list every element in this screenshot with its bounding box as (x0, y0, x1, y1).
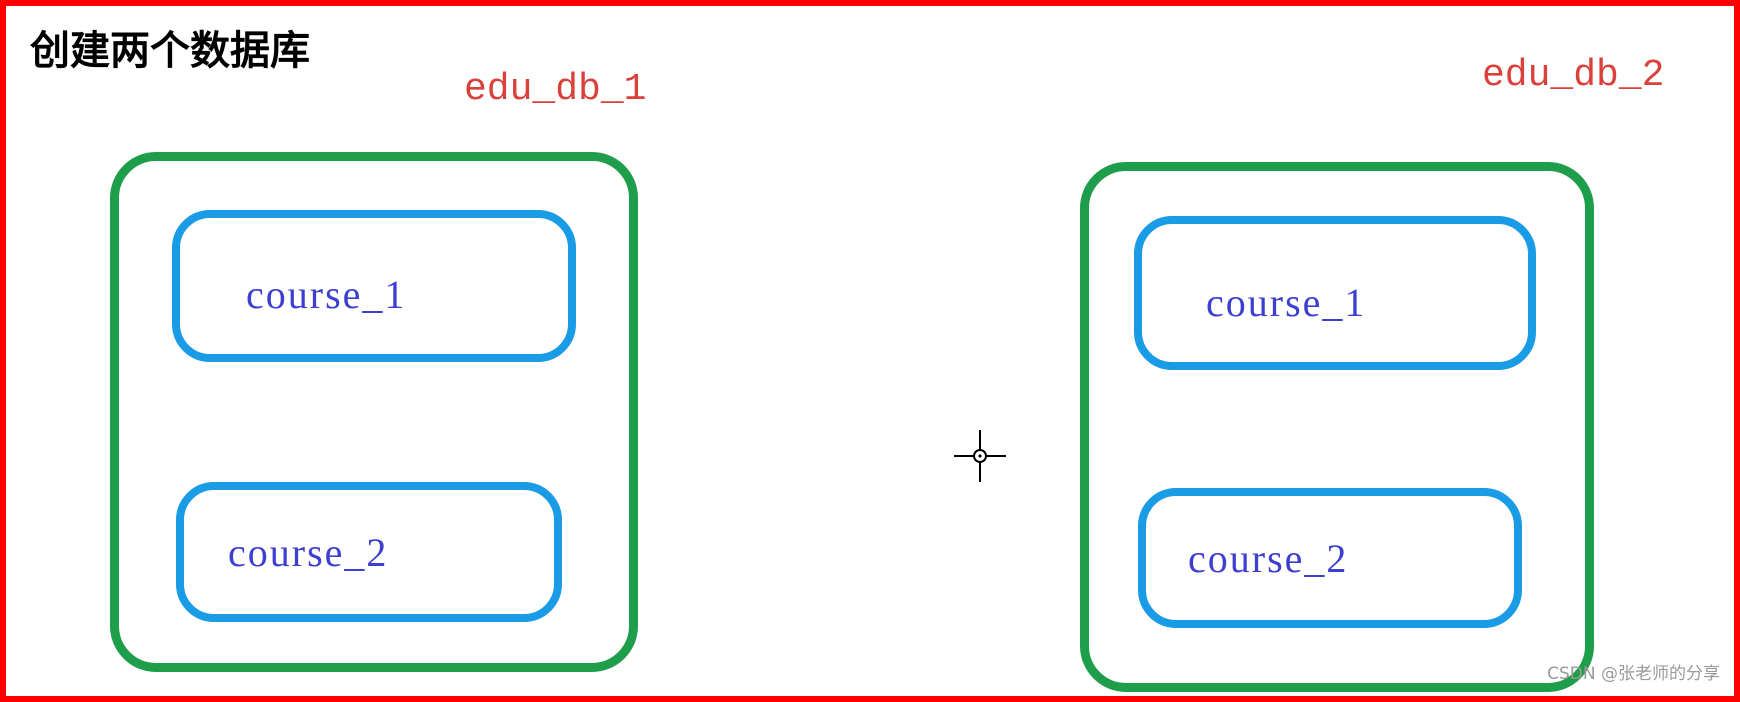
crosshair-cursor-icon (954, 430, 1006, 482)
table-label-db2-course-2: course_2 (1188, 536, 1349, 581)
table-label-db2-course-1: course_1 (1206, 280, 1367, 325)
table-box-db2-course-2 (1138, 488, 1522, 628)
table-box-db2-course-1 (1134, 216, 1536, 370)
db-label-edu-db-2: edu_db_2 (1482, 54, 1665, 97)
db-label-edu-db-1: edu_db_1 (464, 68, 647, 111)
watermark: CSDN @张老师的分享 (1547, 664, 1720, 684)
table-label-db1-course-1: course_1 (246, 272, 407, 317)
table-box-db1-course-1 (172, 210, 576, 362)
table-box-db1-course-2 (176, 482, 562, 622)
database-box-edu-db-2 (1080, 162, 1594, 692)
diagram-title: 创建两个数据库 (30, 28, 310, 74)
table-label-db1-course-2: course_2 (228, 530, 389, 575)
database-box-edu-db-1 (110, 152, 638, 672)
